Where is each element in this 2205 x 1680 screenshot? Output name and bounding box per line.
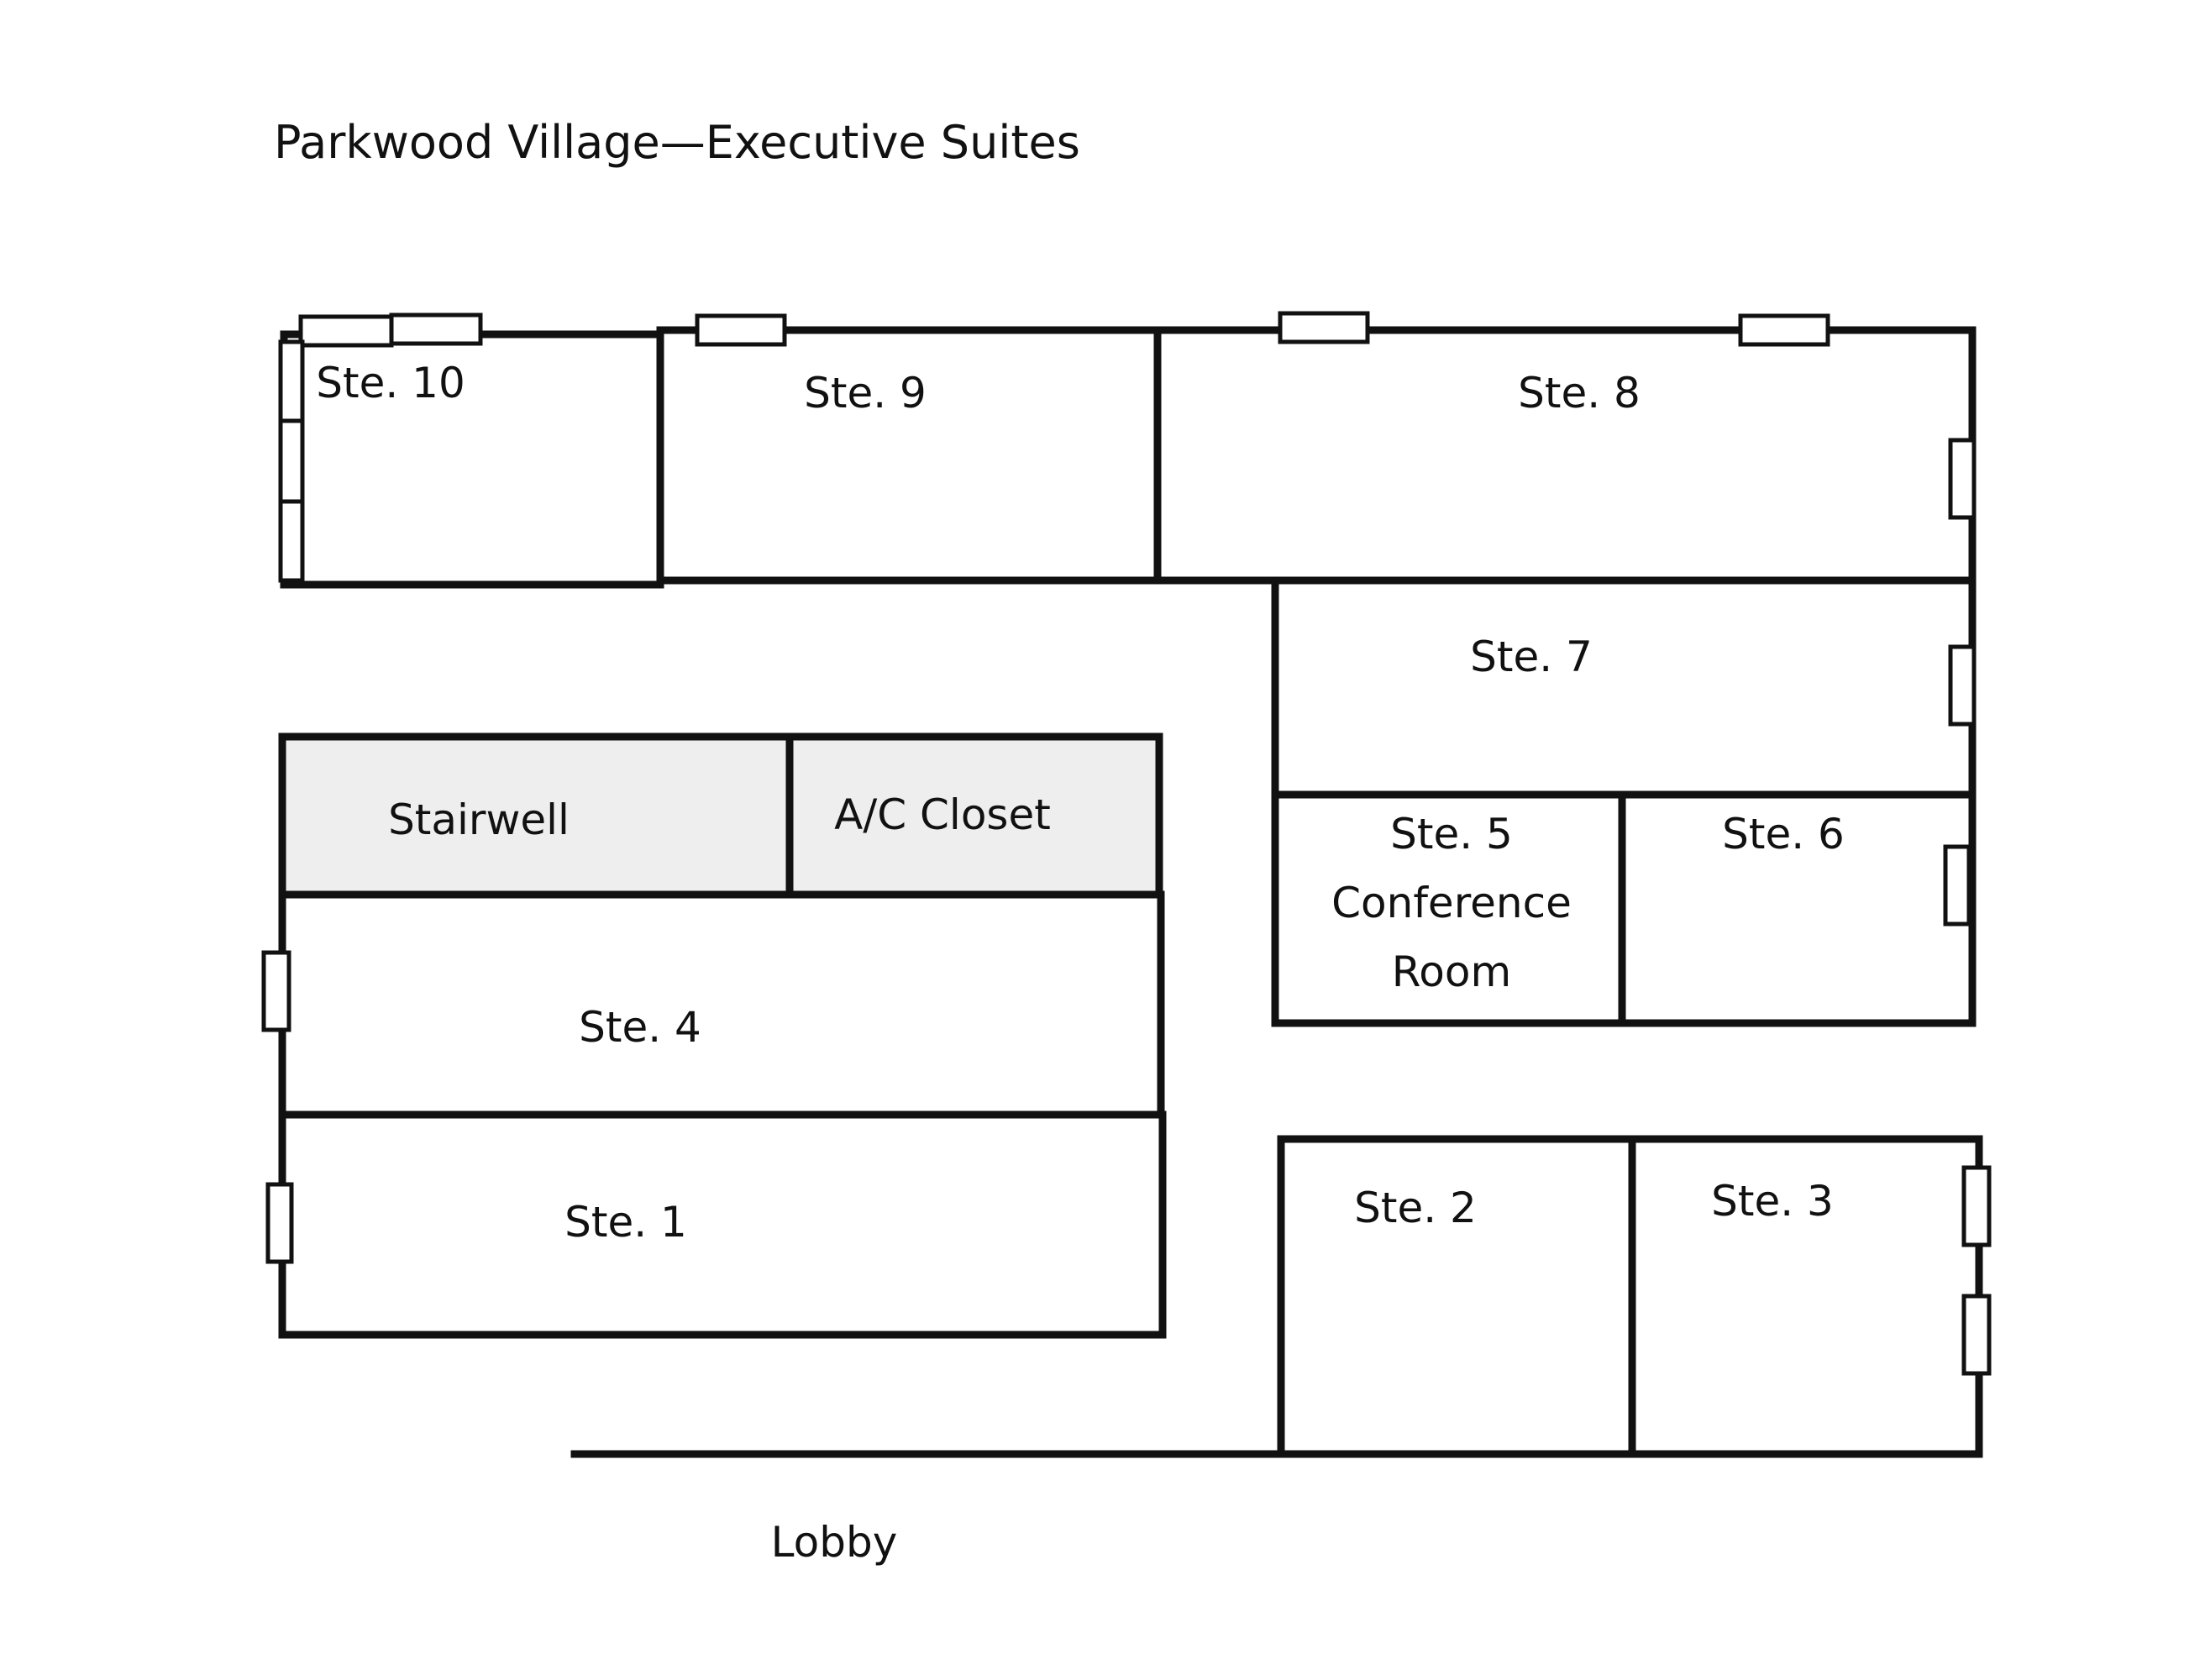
window-icon — [695, 313, 787, 347]
window-icon — [265, 1182, 294, 1264]
room-ste-1[interactable] — [278, 1110, 1167, 1339]
window-icon — [389, 312, 483, 346]
plan-title: Parkwood Village—Executive Suites — [274, 116, 1080, 169]
room-ste-4[interactable] — [278, 890, 1165, 1119]
label-ste-8: Ste. 8 — [1518, 369, 1641, 417]
window-icon — [1961, 1294, 1992, 1376]
window-icon — [1948, 644, 1977, 727]
window-icon — [1948, 438, 1977, 520]
window-icon — [1278, 311, 1370, 344]
window-icon — [1738, 313, 1830, 347]
label-ste-5-line-3: Room — [1391, 948, 1512, 996]
label-stairwell: Stairwell — [388, 795, 570, 844]
room-ste-7[interactable] — [1271, 576, 1977, 799]
lobby-label: Lobby — [770, 1518, 898, 1567]
window-icon — [278, 499, 305, 583]
label-ste-6: Ste. 6 — [1722, 810, 1845, 858]
label-ste-4: Ste. 4 — [579, 1003, 701, 1052]
label-ac-closet: A/C Closet — [834, 790, 1051, 839]
room-ste-6[interactable] — [1618, 790, 1977, 1027]
label-ste-10: Ste. 10 — [316, 359, 465, 407]
window-icon — [278, 418, 305, 504]
window-icon — [298, 314, 394, 348]
label-ste-5-line-2: Conference — [1331, 879, 1572, 927]
label-ste-1: Ste. 1 — [564, 1198, 687, 1247]
label-ste-5-line-1: Ste. 5 — [1390, 810, 1513, 858]
label-ste-3: Ste. 3 — [1711, 1177, 1834, 1226]
label-ste-7: Ste. 7 — [1470, 633, 1593, 681]
label-ste-5: Ste. 5 Conference Room — [1331, 800, 1572, 1006]
window-icon — [261, 950, 291, 1032]
window-icon — [1943, 844, 1971, 927]
window-icon — [1961, 1165, 1992, 1247]
window-icon — [278, 339, 305, 423]
label-ste-2: Ste. 2 — [1354, 1184, 1477, 1232]
label-ste-9: Ste. 9 — [804, 369, 927, 417]
